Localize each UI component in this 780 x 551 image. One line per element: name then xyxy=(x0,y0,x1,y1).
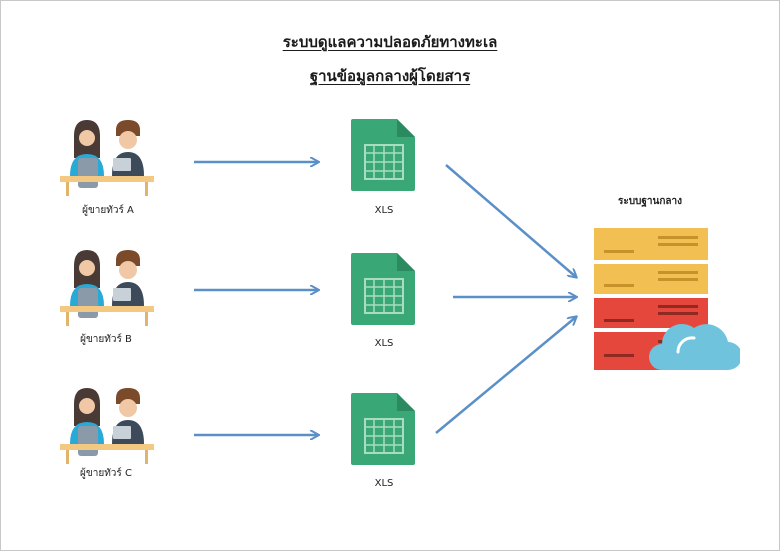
spreadsheet-file-icon xyxy=(351,119,415,191)
file-label-1: XLS xyxy=(374,205,394,216)
people-at-desk-icon xyxy=(60,120,154,196)
agent-label-a: ผู้ขายทัวร์ A xyxy=(82,205,134,216)
people-at-desk-icon xyxy=(60,388,154,464)
spreadsheet-file-icon xyxy=(351,393,415,465)
diagram-subtitle: ฐานข้อมูลกลางผู้โดยสาร xyxy=(309,67,471,85)
arrow-file-3-to-server xyxy=(435,317,576,434)
diagram-title: ระบบดูแลความปลอดภัยทางทะเล xyxy=(282,33,498,51)
server-label: ระบบฐานกลาง xyxy=(617,196,683,207)
file-label-2: XLS xyxy=(374,338,394,349)
file-label-3: XLS xyxy=(374,478,394,489)
people-at-desk-icon xyxy=(60,250,154,326)
cloud-icon xyxy=(649,324,740,370)
arrow-file-1-to-server xyxy=(445,164,576,277)
agent-label-c: ผู้ขายทัวร์ C xyxy=(80,468,132,479)
agent-label-b: ผู้ขายทัวร์ B xyxy=(80,334,132,345)
spreadsheet-file-icon xyxy=(351,253,415,325)
